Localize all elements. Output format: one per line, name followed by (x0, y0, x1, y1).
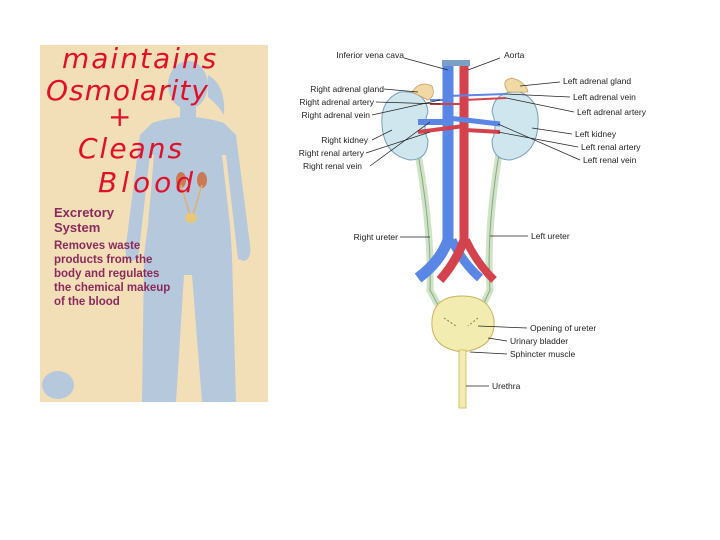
label-right-kidney: Right kidney (321, 135, 369, 145)
label-opening-of-ureter: Opening of ureter (530, 323, 596, 333)
label-aorta: Aorta (504, 50, 525, 60)
urinary-system-diagram: Inferior vena cava Aorta Right adrenal g… (299, 50, 647, 409)
label-left-adrenal-artery: Left adrenal artery (577, 107, 647, 117)
label-left-kidney: Left kidney (575, 129, 617, 139)
label-left-adrenal-gland: Left adrenal gland (563, 76, 631, 86)
label-sphincter-muscle: Sphincter muscle (510, 349, 575, 359)
label-right-ureter: Right ureter (354, 232, 399, 242)
label-left-adrenal-vein: Left adrenal vein (573, 92, 636, 102)
label-inferior-vena-cava: Inferior vena cava (336, 50, 404, 60)
label-left-ureter: Left ureter (531, 231, 570, 241)
inferior-vena-cava-vessel (414, 64, 454, 283)
label-right-renal-artery: Right renal artery (299, 148, 365, 158)
label-right-renal-vein: Right renal vein (303, 161, 362, 171)
right-adrenal-gland-shape (411, 83, 434, 101)
label-left-renal-vein: Left renal vein (583, 155, 637, 165)
panel-title-line2: System (54, 220, 101, 235)
label-urethra: Urethra (492, 381, 521, 391)
excretory-system-panel: Excretory System Removes waste products … (40, 45, 268, 402)
left-adrenal-gland-shape (504, 77, 529, 93)
aorta-vessel (436, 64, 469, 283)
panel-title-line1: Excretory (54, 205, 114, 220)
panel-title: Excretory System (54, 205, 194, 235)
human-silhouette (42, 61, 251, 402)
label-urinary-bladder: Urinary bladder (510, 336, 568, 346)
left-kidney-shape (491, 91, 539, 161)
urethra-tube (458, 349, 467, 409)
right-kidney-shape (381, 91, 429, 161)
excretory-text-block: Excretory System Removes waste products … (54, 205, 194, 309)
label-right-adrenal-artery: Right adrenal artery (299, 97, 374, 107)
panel-description: Removes waste products from the body and… (54, 240, 171, 308)
label-right-adrenal-vein: Right adrenal vein (301, 110, 370, 120)
label-left-renal-artery: Left renal artery (581, 142, 641, 152)
label-right-adrenal-gland: Right adrenal gland (310, 84, 384, 94)
urinary-bladder-shape (431, 295, 495, 353)
